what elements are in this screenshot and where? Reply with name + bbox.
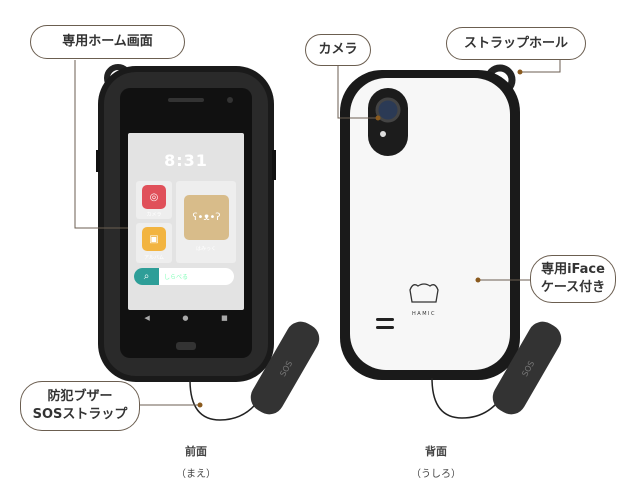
album-icon[interactable]: ▣ [142,227,166,251]
nav-bar: ◀ ● ■ [128,311,244,325]
caption-back: 背面 （うしろ） [411,445,461,480]
home-icon[interactable]: ● [182,314,189,322]
sos-strap-back: SOS [431,321,562,419]
back-phone [340,64,520,380]
search-bar[interactable]: ⌕ しらべる [134,268,234,285]
camera-icon[interactable]: ◎ [142,185,166,209]
search-icon: ⌕ [134,268,159,285]
app-label: はみっく [195,246,216,252]
back-icon[interactable]: ◀ [144,314,150,322]
app-label: アルバム [144,255,164,261]
app-label: カメラ [146,212,162,218]
callout-camera: カメラ [305,34,371,66]
home-screen: 8:31 ◎ カメラ ▣ アルバム ʕ•ᴥ•ʔ はみっく ⌕ しらべる [128,133,244,310]
case-logo: HAMIC [412,311,436,317]
sos-strap-front: SOS [189,321,320,421]
recents-icon[interactable]: ■ [221,314,228,322]
caption-front: 前面 （まえ） [176,445,216,480]
callout-home-screen: 専用ホーム画面 [30,25,185,59]
clock: 8:31 [164,151,208,170]
callout-strap-hole: ストラップホール [446,27,586,60]
bear-icon[interactable]: ʕ•ᴥ•ʔ [184,195,229,240]
